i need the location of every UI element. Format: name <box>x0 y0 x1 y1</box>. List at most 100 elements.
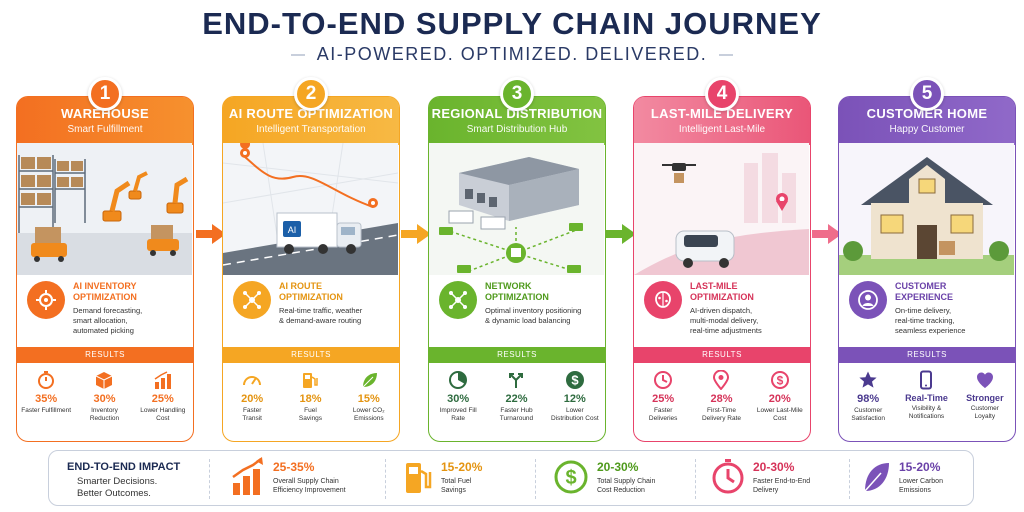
dollar-circle-icon: $ <box>553 457 589 502</box>
impact-divider <box>849 459 850 499</box>
impact-label-line-1: Faster End-to-End <box>753 478 811 485</box>
result-value: 20% <box>241 393 264 405</box>
subtitle-row: AI-POWERED. OPTIMIZED. DELIVERED. <box>0 44 1024 65</box>
opt-title-line-1: LAST-MILE <box>690 281 738 291</box>
opt-title-line-2: OPTIMIZATION <box>279 292 343 302</box>
bar-chart-icon <box>134 369 192 391</box>
user-icon <box>849 281 887 319</box>
result-label-line-1: Lower Last-Mile <box>756 407 803 414</box>
result-value: 22% <box>505 393 528 405</box>
results-bar: RESULTS <box>838 347 1016 363</box>
result-label-line-2: Distribution Cost <box>550 415 599 422</box>
result-label-line-1: Customer <box>854 407 883 414</box>
result-item: 35% Faster Fulfillment <box>17 369 75 423</box>
impact-value: 25-35% <box>273 460 315 474</box>
stage-number-badge: 5 <box>910 77 944 111</box>
result-value: 98% <box>857 393 880 405</box>
result-value: 25% <box>151 393 174 405</box>
result-label-line-1: First-Time <box>706 407 736 414</box>
distribution-scene <box>429 143 604 275</box>
stage-title: AI ROUTE OPTIMIZATION <box>228 106 394 121</box>
ai-brain-icon <box>644 281 682 319</box>
stage-number-badge: 1 <box>88 77 122 111</box>
result-label-line-2: Deliveries <box>648 415 678 422</box>
ai-gear-icon <box>27 281 65 319</box>
network-nodes-icon <box>439 281 477 319</box>
result-label-line-1: Lower Handling <box>140 407 186 414</box>
impact-divider <box>209 459 210 499</box>
result-item: Real-Time Visibility &Notifications <box>897 369 955 423</box>
impact-label-line-2: Cost Reduction <box>597 487 645 494</box>
bar-chart-up-icon <box>231 457 265 502</box>
result-label-line-2: Satisfaction <box>851 415 885 422</box>
opt-desc-line-2: real-time tracking, <box>895 316 955 325</box>
opt-desc-line-1: Real-time traffic, weather <box>279 306 363 315</box>
opt-desc-line-1: Demand forecasting, <box>73 306 143 315</box>
results-bar: RESULTS <box>16 347 194 363</box>
network-nodes-icon <box>233 281 271 319</box>
flow-arrow-icon <box>606 224 636 244</box>
opt-desc-line-3: automated picking <box>73 326 134 335</box>
result-value: 15% <box>357 393 380 405</box>
flow-arrow-icon <box>196 224 226 244</box>
result-label-line-1: Faster Hub <box>500 407 533 414</box>
result-label-line-2: Rate <box>451 415 466 422</box>
svg-text:$: $ <box>571 373 579 388</box>
impact-label-line-1: Lower Carbon <box>899 478 943 485</box>
result-value: Real-Time <box>905 393 948 403</box>
impact-value: 15-20% <box>441 460 483 474</box>
dollar-icon: $ <box>546 369 604 391</box>
opt-title-line-1: NETWORK <box>485 281 532 291</box>
route-scene: AI <box>223 143 398 275</box>
opt-title-line-1: AI ROUTE <box>279 281 323 291</box>
stage-subtitle: Intelligent Transportation <box>256 124 366 135</box>
fuel-pump-icon <box>281 369 339 391</box>
flow-arrow-icon <box>401 224 431 244</box>
stage-card-distribution: 3 REGIONAL DISTRIBUTION Smart Distributi… <box>428 77 606 442</box>
stage-subtitle: Smart Distribution Hub <box>466 124 568 135</box>
results-bar: RESULTS <box>633 347 811 363</box>
opt-title-line-2: OPTIMIZATION <box>690 292 754 302</box>
result-value: 35% <box>35 393 58 405</box>
result-label-line-2: Cost <box>773 415 787 422</box>
page-title: END-TO-END SUPPLY CHAIN JOURNEY <box>202 6 822 41</box>
impact-divider <box>695 459 696 499</box>
impact-subtitle-line-1: Smarter Decisions. <box>77 476 158 487</box>
opt-desc-line-1: AI-driven dispatch, <box>690 306 753 315</box>
svg-text:$: $ <box>565 467 576 489</box>
stage-number-badge: 3 <box>500 77 534 111</box>
stage-number-badge: 2 <box>294 77 328 111</box>
result-label-line-1: Improved Fill <box>439 407 477 414</box>
impact-label-line-1: Total Fuel <box>441 478 472 485</box>
subtitle-divider-right <box>719 53 734 56</box>
clock-icon <box>711 457 745 502</box>
box-icon <box>75 369 133 391</box>
stage-card-route: 2 AI ROUTE OPTIMIZATION Intelligent Tran… <box>222 77 400 442</box>
result-value: Stronger <box>966 393 1004 403</box>
phone-icon <box>897 369 955 391</box>
impact-label-line-2: Emissions <box>899 487 931 494</box>
impact-label-line-2: Savings <box>441 487 466 494</box>
result-value: 30% <box>447 393 470 405</box>
opt-desc-line-2: & demand-aware routing <box>279 316 362 325</box>
impact-value: 20-30% <box>753 460 795 474</box>
impact-title: END-TO-END IMPACT <box>67 461 181 473</box>
stage-title: REGIONAL DISTRIBUTION <box>431 106 603 121</box>
result-label-line-1: Customer <box>970 405 999 412</box>
result-label-line-2: Reduction <box>89 415 120 422</box>
